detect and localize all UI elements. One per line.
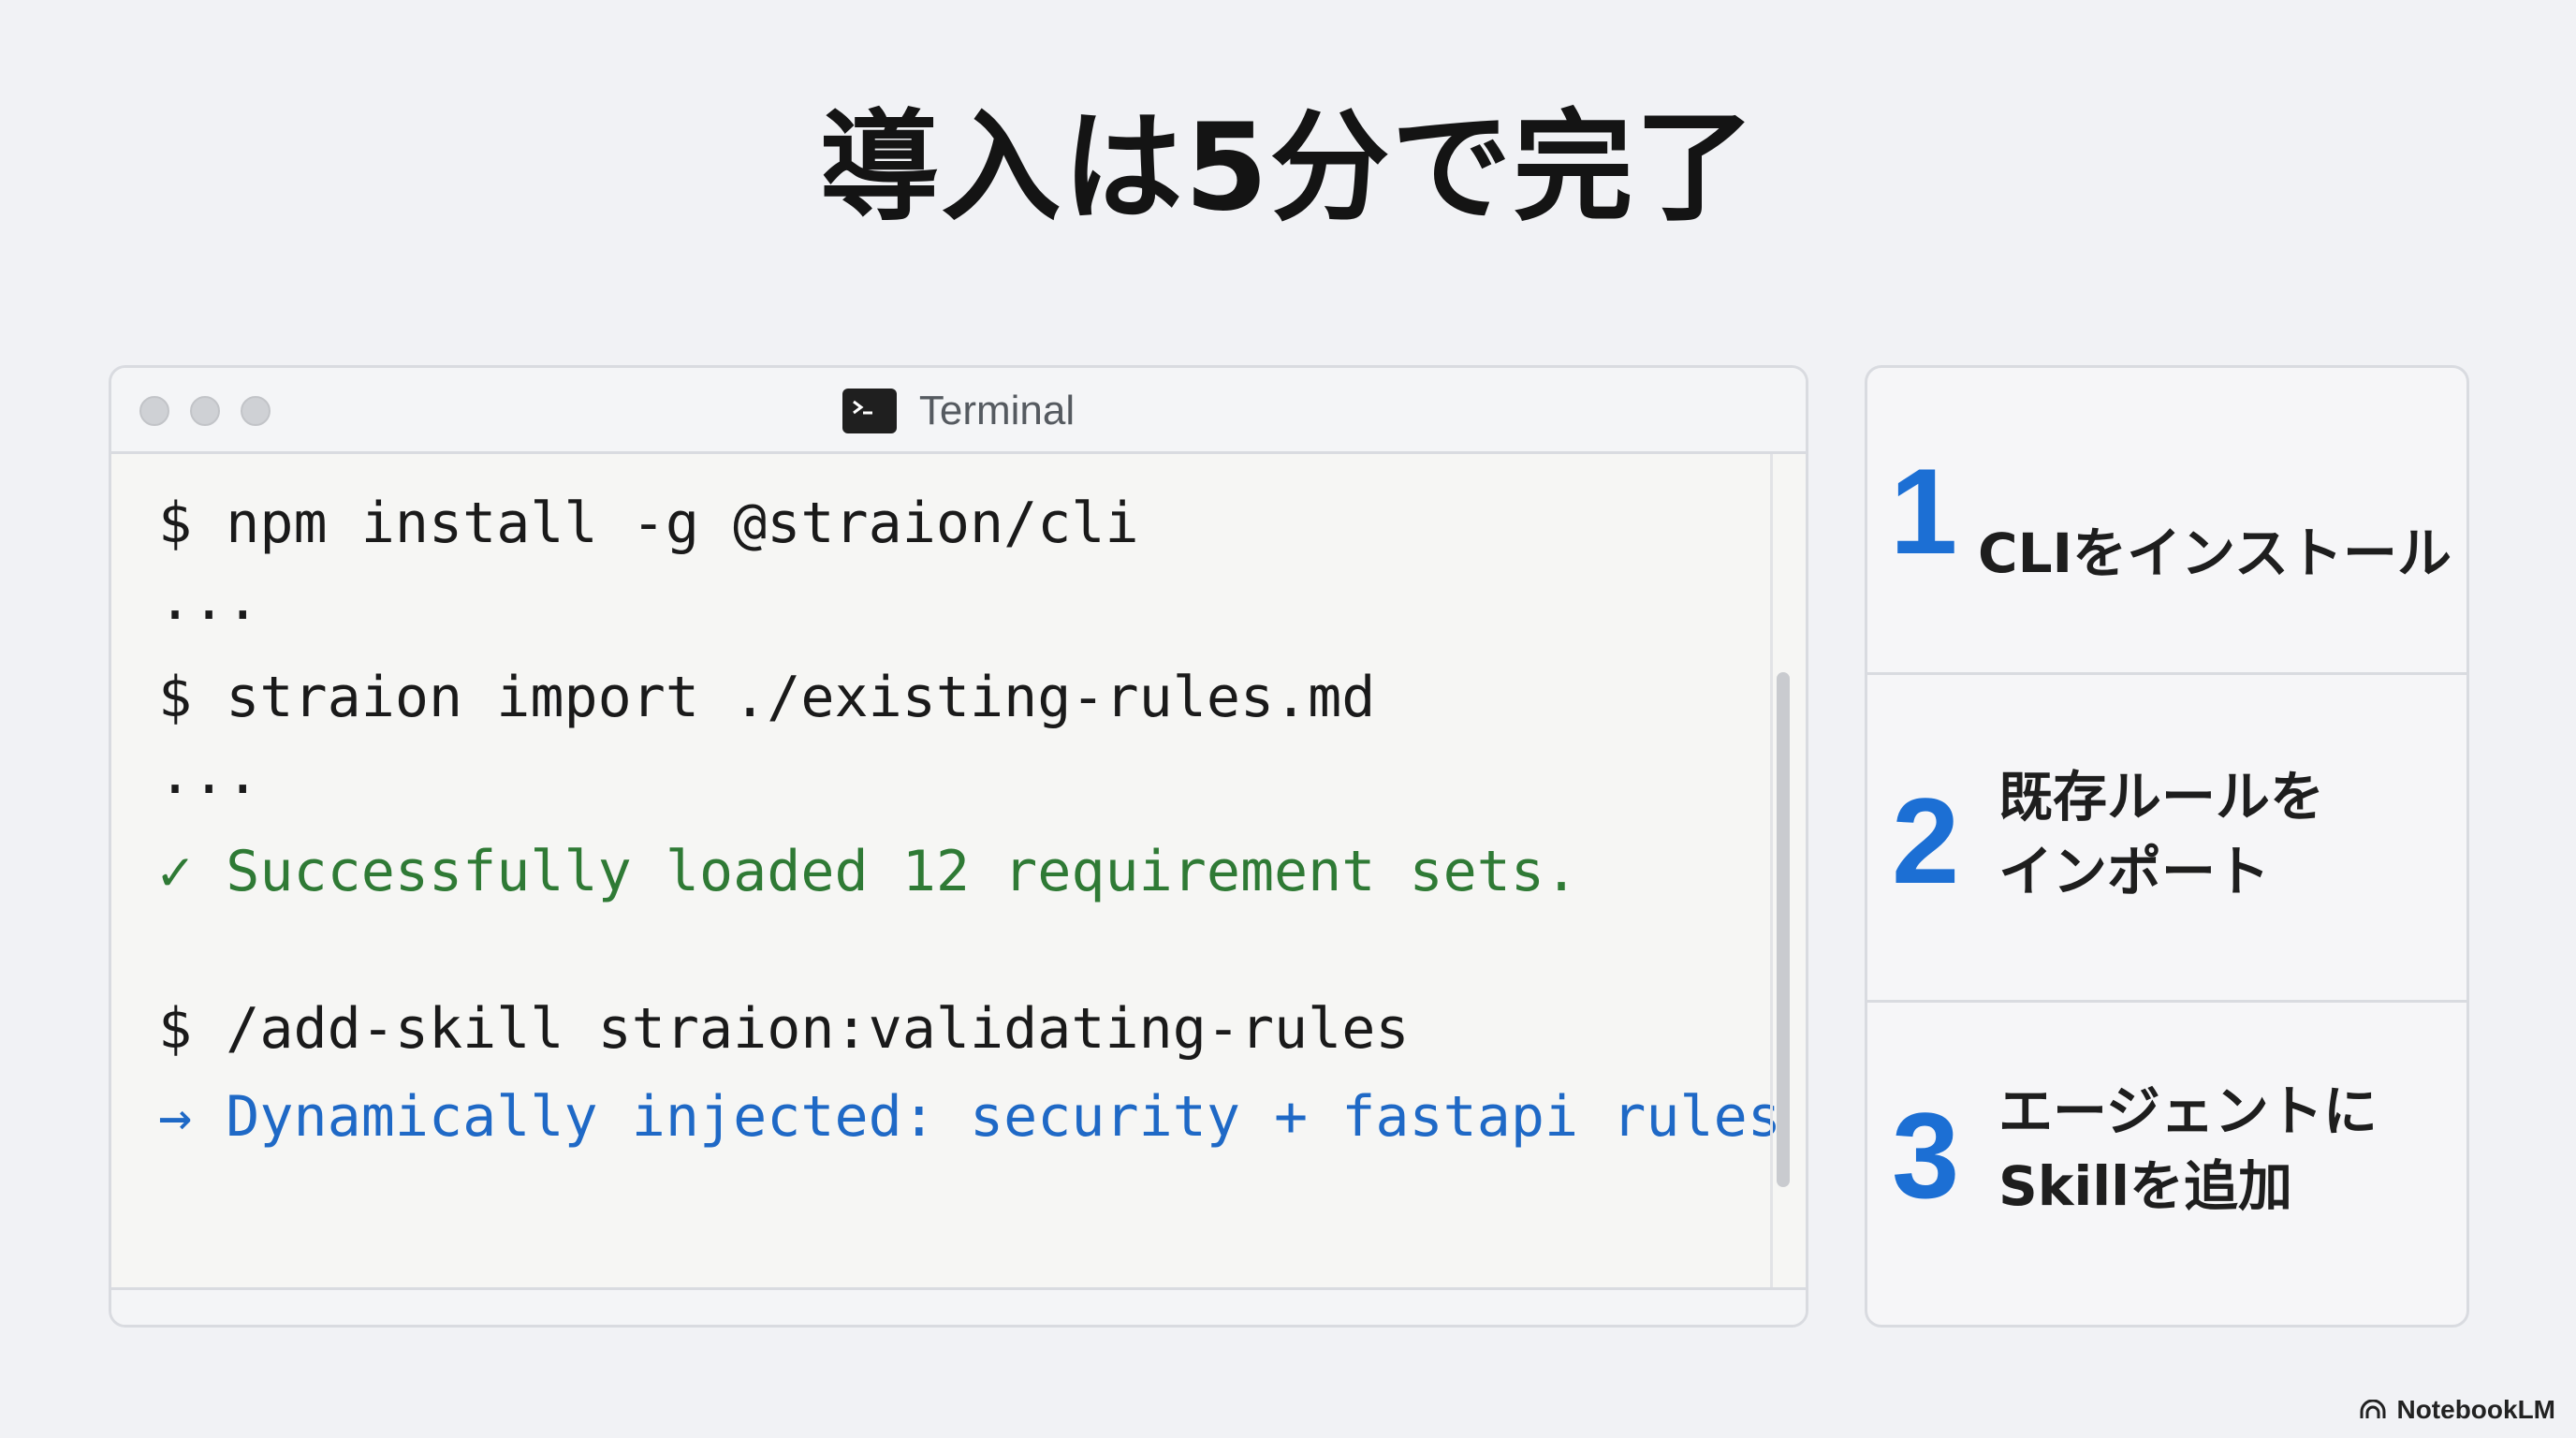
- terminal-bottom-bar: [111, 1287, 1806, 1325]
- terminal-line-success: ✓ Successfully loaded 12 requirement set…: [158, 839, 1579, 904]
- terminal-line-output: ...: [158, 741, 260, 807]
- step-label-line: エージェントに: [1998, 1079, 2378, 1143]
- notebooklm-watermark: NotebookLM: [2359, 1395, 2555, 1425]
- step-2: 2 既存ルールを インポート: [1867, 675, 2466, 1003]
- terminal-window: Terminal $ npm install -g @straion/cli .…: [109, 365, 1808, 1328]
- step-label: エージェントに Skillを追加: [1998, 1074, 2448, 1224]
- brand-name: NotebookLM: [2396, 1395, 2555, 1424]
- terminal-output[interactable]: $ npm install -g @straion/cli ... $ stra…: [111, 454, 1781, 1287]
- terminal-title: Terminal: [918, 388, 1076, 433]
- terminal-scrollbar[interactable]: [1770, 454, 1806, 1287]
- window-close-button[interactable]: [139, 396, 169, 426]
- step-3: 3 エージェントに Skillを追加: [1867, 1003, 2466, 1325]
- step-label-line: 既存ルールを: [1998, 765, 2325, 829]
- page-title: 導入は5分で完了: [819, 98, 1757, 238]
- terminal-title-group: Terminal: [111, 368, 1806, 454]
- terminal-line-info: → Dynamically injected: security + fasta…: [158, 1084, 1781, 1150]
- step-number: 3: [1892, 1087, 1960, 1224]
- terminal-icon: [842, 389, 897, 433]
- step-1: 1 CLIをインストール: [1867, 368, 2466, 675]
- terminal-line-command: $ npm install -g @straion/cli: [158, 491, 1139, 556]
- step-label-line: インポート: [1998, 840, 2271, 903]
- terminal-line-output: ...: [158, 567, 260, 633]
- step-label: CLIをインストール: [1978, 521, 2452, 585]
- terminal-line-command: $ straion import ./existing-rules.md: [158, 665, 1376, 730]
- step-label-line: Skillを追加: [1998, 1154, 2292, 1218]
- window-minimize-button[interactable]: [190, 396, 220, 426]
- step-label: 既存ルールを インポート: [1998, 759, 2448, 909]
- terminal-line-command: $ /add-skill straion:validating-rules: [158, 996, 1410, 1062]
- terminal-scrollbar-thumb[interactable]: [1777, 672, 1790, 1187]
- window-maximize-button[interactable]: [241, 396, 271, 426]
- step-number: 1: [1890, 443, 1958, 580]
- notebooklm-logo-icon: [2360, 1400, 2386, 1418]
- step-number: 2: [1892, 772, 1960, 909]
- terminal-titlebar[interactable]: Terminal: [111, 368, 1806, 454]
- steps-panel: 1 CLIをインストール 2 既存ルールを インポート 3 エージェントに Sk…: [1865, 365, 2469, 1328]
